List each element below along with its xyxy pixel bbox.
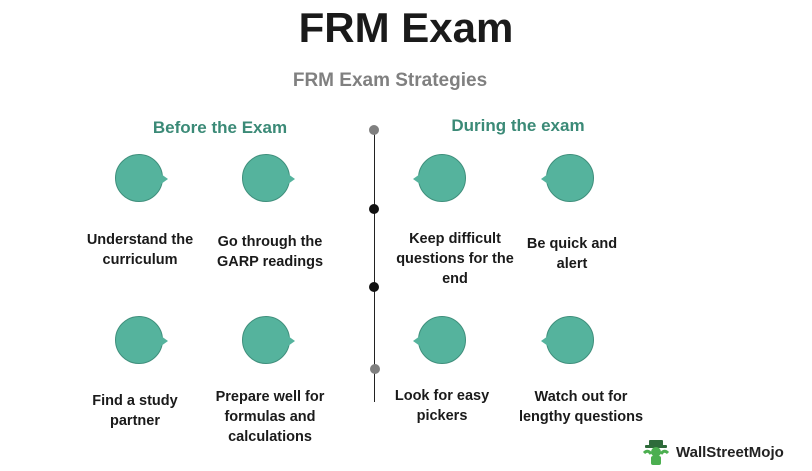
strategy-label-garp-readings: Go through the GARP readings	[216, 234, 324, 270]
strategy-label-lengthy-questions: Watch out for lengthy questions	[518, 389, 644, 425]
strategy-label-quick-alert: Be quick and alert	[526, 236, 618, 272]
heading-during-exam: During the exam	[451, 116, 585, 135]
circle-icon	[413, 316, 466, 364]
circle-icon	[541, 154, 594, 202]
logo-text: WallStreetMojo	[676, 443, 784, 461]
circle-icon	[242, 154, 295, 202]
circle-icon	[115, 316, 168, 364]
strategy-label-understand-curriculum: Understand the curriculum	[86, 232, 194, 268]
mascot-icon	[642, 440, 670, 465]
timeline-line	[374, 130, 375, 402]
circle-icon	[242, 316, 295, 364]
strategy-label-easy-pickers: Look for easy pickers	[394, 388, 490, 424]
circle-icon	[541, 316, 594, 364]
strategy-label-formulas: Prepare well for formulas and calculatio…	[215, 389, 325, 445]
timeline-dot	[369, 282, 379, 292]
strategy-label-study-partner: Find a study partner	[92, 393, 178, 429]
heading-before-exam: Before the Exam	[152, 118, 288, 137]
timeline-dot	[369, 204, 379, 214]
page-title: FRM Exam	[298, 4, 514, 51]
page-subtitle: FRM Exam Strategies	[292, 70, 488, 91]
timeline-dot	[369, 125, 379, 135]
circle-icon	[115, 154, 168, 202]
strategy-label-difficult-questions: Keep difficult questions for the end	[396, 231, 514, 287]
circle-icon	[413, 154, 466, 202]
wallstreetmojo-logo: WallStreetMojo	[640, 437, 784, 467]
timeline-dot	[370, 364, 380, 374]
